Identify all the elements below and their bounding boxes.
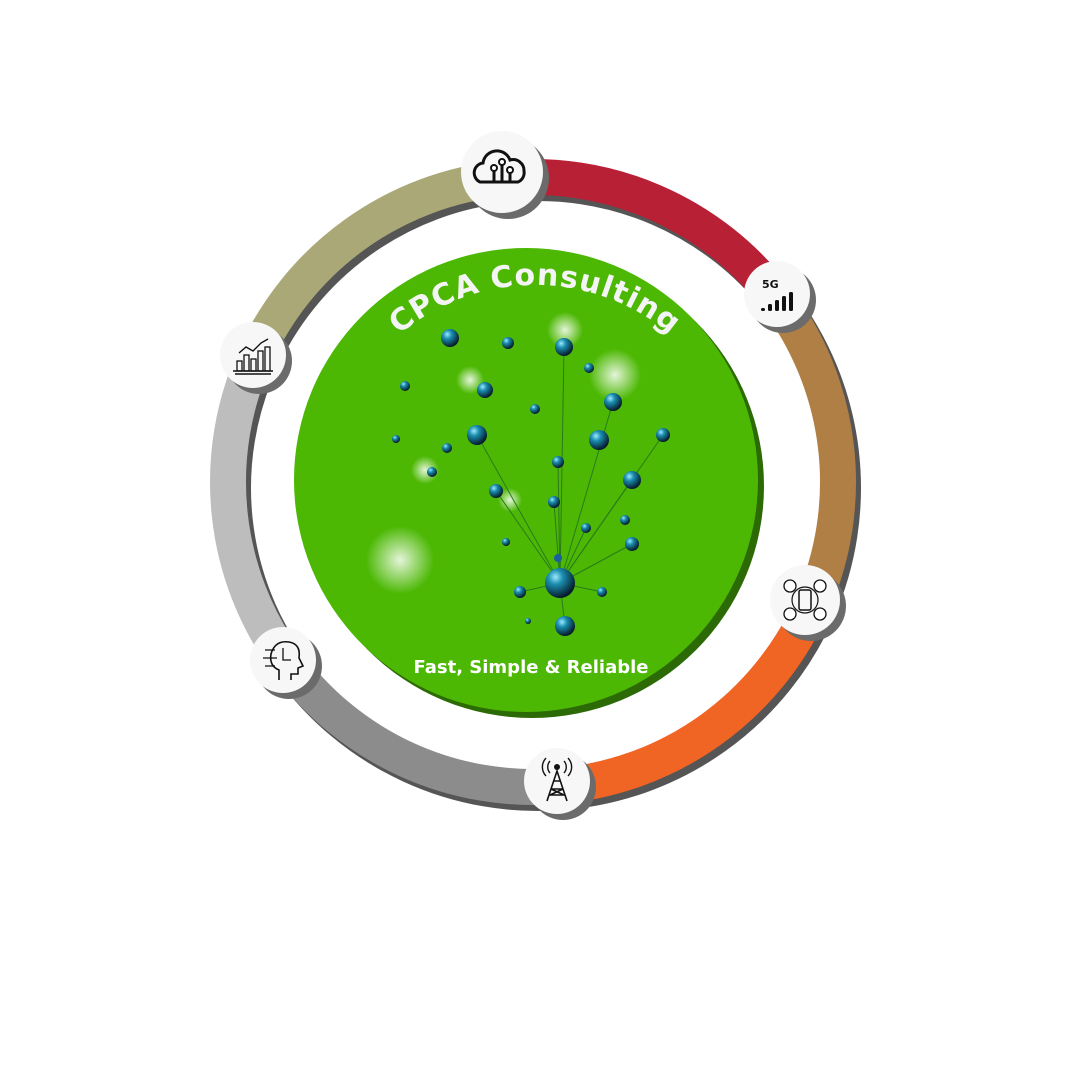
network-node <box>502 337 514 349</box>
cloud-iot-icon <box>472 149 526 184</box>
ring-segment-tower-to-ai <box>271 650 559 805</box>
network-node <box>597 587 607 597</box>
network-node <box>620 515 630 525</box>
location-pin-icon <box>554 554 563 570</box>
badge-circle <box>220 322 286 388</box>
icon-badge-5g-signal[interactable]: 5G <box>744 261 816 333</box>
network-node <box>555 338 573 356</box>
network-node <box>392 435 400 443</box>
network-link <box>557 461 561 584</box>
glow-spot <box>456 366 484 394</box>
segment-ring <box>210 159 861 811</box>
network-node <box>604 393 622 411</box>
glow-spot <box>547 312 583 348</box>
glow-spot <box>498 488 522 512</box>
network-node <box>581 523 591 533</box>
ring-segment-social-to-tower <box>555 597 829 804</box>
network-node <box>489 484 503 498</box>
icon-badge-social-media[interactable] <box>770 565 846 641</box>
network-node <box>625 537 639 551</box>
social-media-icon <box>783 579 827 621</box>
network-node <box>400 381 410 391</box>
network-node <box>552 456 564 468</box>
network-node <box>502 538 510 546</box>
network-node <box>467 425 487 445</box>
network-graph <box>366 312 670 636</box>
network-node <box>548 496 560 508</box>
network-node <box>427 467 437 477</box>
icon-badge-growth-chart[interactable] <box>220 322 292 394</box>
growth-chart-icon <box>233 338 273 375</box>
center-disk <box>294 248 758 712</box>
5g-signal-icon: 5G <box>761 278 793 311</box>
network-node <box>656 428 670 442</box>
network-node <box>589 430 609 450</box>
network-link <box>476 434 561 584</box>
network-hub-node <box>545 568 575 598</box>
network-node <box>514 586 526 598</box>
glow-spot <box>366 526 434 594</box>
network-node <box>525 618 531 624</box>
network-node <box>477 382 493 398</box>
network-node <box>623 471 641 489</box>
ring-segment-ai-to-analytics <box>210 350 301 672</box>
network-link <box>559 479 633 584</box>
network-node <box>530 404 540 414</box>
network-link <box>495 490 561 584</box>
badge-circle <box>744 261 810 327</box>
icon-badge-ai-head[interactable] <box>250 627 322 699</box>
ring-segment-analytics-to-cloud <box>237 160 505 366</box>
network-node <box>584 363 594 373</box>
icon-badge-cloud-iot[interactable] <box>461 131 549 219</box>
glow-spot <box>589 349 641 401</box>
badge-circle <box>770 565 840 635</box>
cell-tower-icon <box>541 757 573 802</box>
icon-badge-cell-tower[interactable] <box>524 748 596 820</box>
network-node <box>555 616 575 636</box>
5g-label: 5G <box>762 278 779 291</box>
ai-head-icon <box>263 640 305 680</box>
ring-segment-5g-to-social <box>760 285 856 613</box>
tagline: Fast, Simple & Reliable <box>413 657 648 678</box>
network-node <box>442 443 452 453</box>
network-node <box>441 329 459 347</box>
